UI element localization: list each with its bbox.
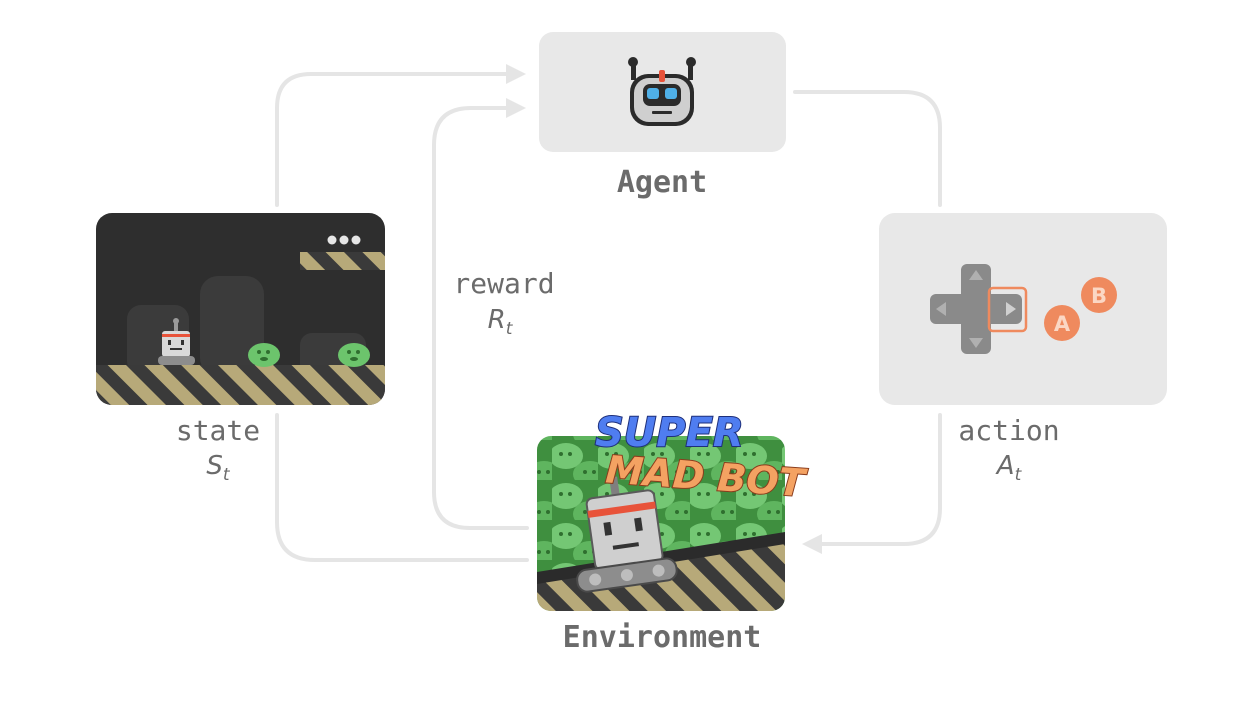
arrowhead-state-agent <box>506 64 526 84</box>
reward-signal: reward Rt <box>453 267 554 339</box>
robot-head-icon <box>628 57 696 126</box>
environment-to-state-arrow <box>275 413 529 562</box>
environment-label: Environment <box>563 620 762 655</box>
game-title-super: SUPER <box>595 410 744 456</box>
action-label: action <box>958 414 1059 447</box>
slime-enemy <box>248 343 280 367</box>
state-game-screen <box>96 213 385 405</box>
reward-to-agent-arrow <box>432 106 529 530</box>
state-to-agent-arrow <box>275 72 514 207</box>
action-to-environment-arrow <box>816 413 942 546</box>
action-symbol: At <box>995 451 1023 485</box>
agent-node: Agent <box>539 32 786 200</box>
slime-enemy <box>338 343 370 367</box>
arrowhead-action-env <box>802 534 822 554</box>
agent-to-action-arrow <box>793 90 942 207</box>
environment-node: SUPER MAD BOT Environment <box>537 409 810 655</box>
svg-text:B: B <box>1091 284 1107 308</box>
button-a-icon: A <box>1044 305 1080 341</box>
svg-text:A: A <box>1054 312 1071 336</box>
state-label: state <box>176 414 260 447</box>
arrowhead-reward-agent <box>506 98 526 118</box>
agent-label: Agent <box>617 165 707 200</box>
menu-dots-icon <box>327 235 361 245</box>
dpad-icon <box>930 264 1028 354</box>
action-node: A B action At <box>879 213 1167 485</box>
connector-arrows <box>275 72 942 562</box>
player-robot-sprite <box>158 318 195 365</box>
action-panel <box>879 213 1167 405</box>
reward-label: reward <box>453 267 554 300</box>
state-symbol: St <box>206 451 231 485</box>
arrowheads <box>506 64 822 554</box>
reward-symbol: Rt <box>488 305 514 339</box>
state-node: state St <box>96 213 385 485</box>
environment-cover-art <box>537 436 785 611</box>
button-b-icon: B <box>1081 277 1117 313</box>
cover-robot-sprite <box>576 476 678 593</box>
